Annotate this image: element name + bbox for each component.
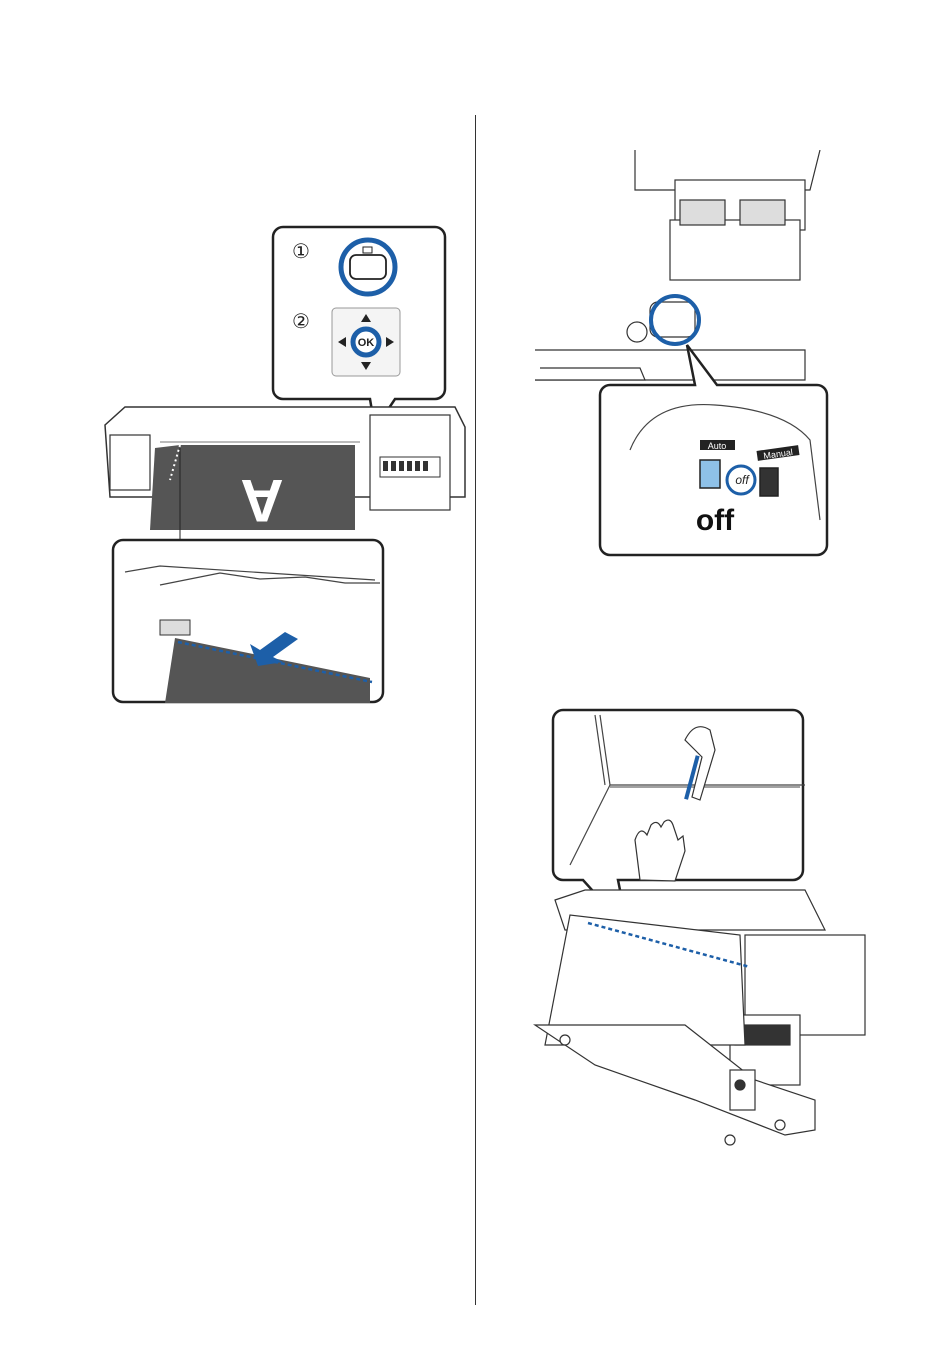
control-panel-callout: ① ② OK xyxy=(273,227,445,429)
svg-text:A: A xyxy=(240,467,283,534)
ok-label: OK xyxy=(358,337,375,349)
auto-switch[interactable] xyxy=(700,460,720,488)
media-taping-illustration xyxy=(530,705,880,1160)
media-sheet: A xyxy=(150,445,355,534)
switch-off-label: off xyxy=(735,473,750,487)
manual-switch[interactable] xyxy=(760,468,778,496)
printer-with-take-up xyxy=(535,890,865,1145)
auto-take-up-switch-illustration: Auto Manual off off xyxy=(535,150,830,560)
printer-panel-illustration: ① ② OK A xyxy=(100,220,470,710)
step-2-marker: ② xyxy=(292,309,310,333)
auto-label: Auto xyxy=(708,441,727,451)
arrow-pad[interactable]: OK xyxy=(332,308,400,376)
column-divider xyxy=(475,115,476,1305)
menu-button[interactable] xyxy=(350,255,386,279)
cutter-callout xyxy=(113,540,383,703)
off-caption: off xyxy=(696,504,735,537)
step-1-marker: ① xyxy=(292,239,310,263)
